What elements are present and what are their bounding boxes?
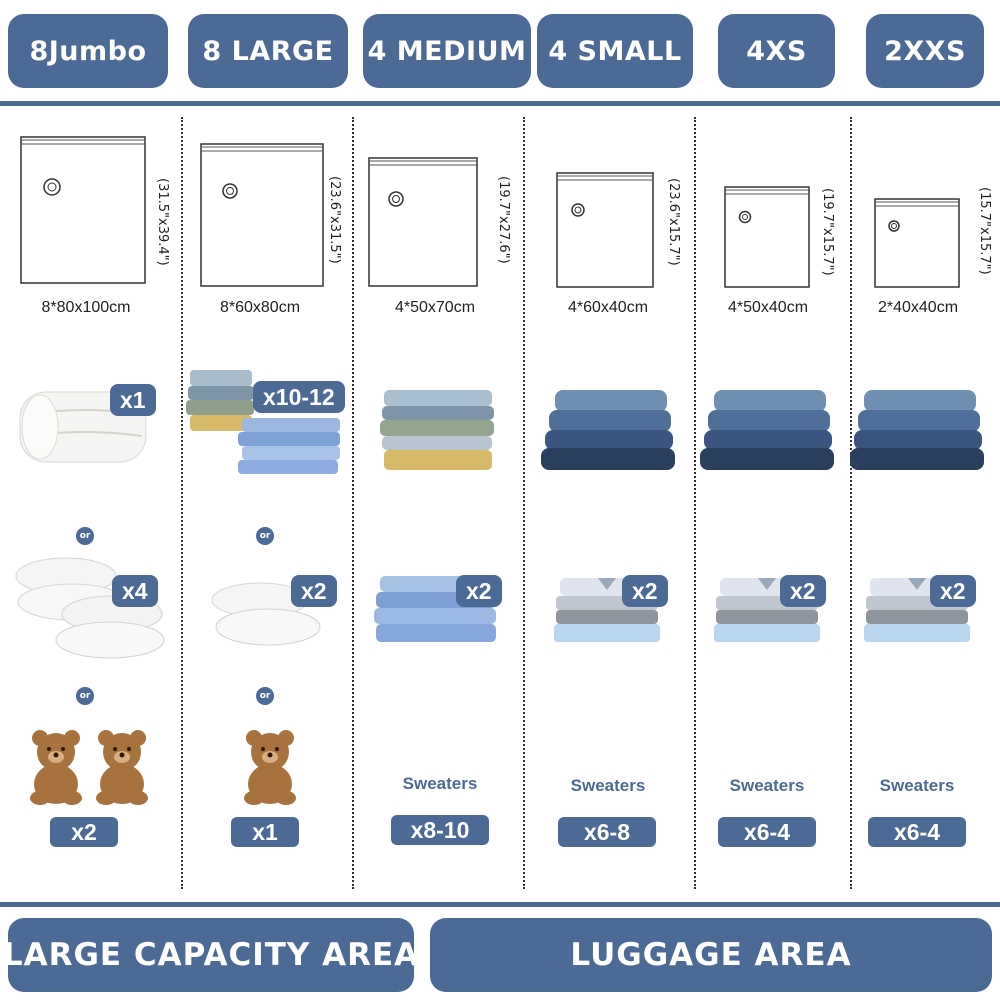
footer-luggage-area: LUGGAGE AREA [430, 918, 992, 992]
jeans-stack-icon [700, 390, 834, 470]
vacuum-bag-icon [368, 157, 478, 287]
quantity-badge: x1 [110, 384, 156, 416]
size-label: 2*40x40cm [877, 299, 959, 316]
capacity-count: x1 [231, 817, 299, 847]
or-marker: or [256, 687, 274, 705]
header-medium: 4 MEDIUM [363, 14, 531, 88]
header-large: 8 LARGE [188, 14, 348, 88]
column-divider [850, 117, 852, 889]
quantity-badge: x2 [780, 575, 826, 607]
capacity-count: x6-4 [868, 817, 966, 847]
size-label: 4*50x40cm [727, 299, 809, 316]
vacuum-bag-icon [724, 186, 810, 288]
sweaters-label: Sweaters [729, 776, 805, 795]
column-divider [694, 117, 696, 889]
top-rule [0, 101, 1000, 106]
column-divider [523, 117, 525, 889]
or-marker: or [76, 687, 94, 705]
teddy-bear-icon [30, 730, 148, 805]
dimension-inch: (23.6"x31.5") [327, 176, 342, 264]
header-jumbo: 8Jumbo [8, 14, 168, 88]
column-divider [181, 117, 183, 889]
capacity-count: x6-4 [718, 817, 816, 847]
size-label: 8*60x80cm [219, 299, 301, 316]
sweaters-label: Sweaters [570, 776, 646, 795]
quantity-badge: x2 [456, 575, 502, 607]
dimension-inch: (19.7"x27.6") [496, 176, 511, 264]
quantity-badge: x2 [291, 575, 337, 607]
footer-large-capacity-area: LARGE CAPACITY AREA [3, 918, 418, 992]
jeans-stack-icon [850, 390, 984, 470]
pillow-icon [211, 582, 321, 646]
quantity-badge: x2 [622, 575, 668, 607]
quantity-badge: x2 [930, 575, 976, 607]
size-label: 4*60x40cm [567, 299, 649, 316]
or-marker: or [256, 527, 274, 545]
teddy-bear-icon [244, 730, 296, 805]
folded-clothes-icon [380, 390, 494, 470]
capacity-count: x8-10 [391, 815, 489, 845]
header-small: 4 SMALL [537, 14, 693, 88]
vacuum-bag-icon [20, 136, 146, 284]
size-label: 4*50x70cm [394, 299, 476, 316]
size-label: 8*80x100cm [41, 299, 131, 316]
sweaters-label: Sweaters [402, 774, 478, 793]
vacuum-bag-icon [200, 143, 324, 287]
or-marker: or [76, 527, 94, 545]
folded-clothes-icon [186, 370, 340, 474]
jeans-stack-icon [541, 390, 675, 470]
quantity-badge: x10-12 [253, 381, 345, 413]
bottom-rule [0, 902, 1000, 907]
dimension-inch: (31.5"x39.4") [155, 178, 170, 266]
header-xs: 4XS [718, 14, 835, 88]
quantity-badge: x4 [112, 575, 158, 607]
dimension-inch: (19.7"x15.7") [820, 188, 835, 276]
capacity-count: x2 [50, 817, 118, 847]
pillow-icon [15, 557, 165, 659]
vacuum-bag-icon [874, 198, 960, 288]
sweaters-label: Sweaters [879, 776, 955, 795]
capacity-count: x6-8 [558, 817, 656, 847]
header-xxs: 2XXS [866, 14, 984, 88]
dimension-inch: (23.6"x15.7") [666, 178, 681, 266]
column-divider [352, 117, 354, 889]
dimension-inch: (15.7"x15.7") [977, 187, 992, 275]
vacuum-bag-icon [556, 172, 654, 288]
